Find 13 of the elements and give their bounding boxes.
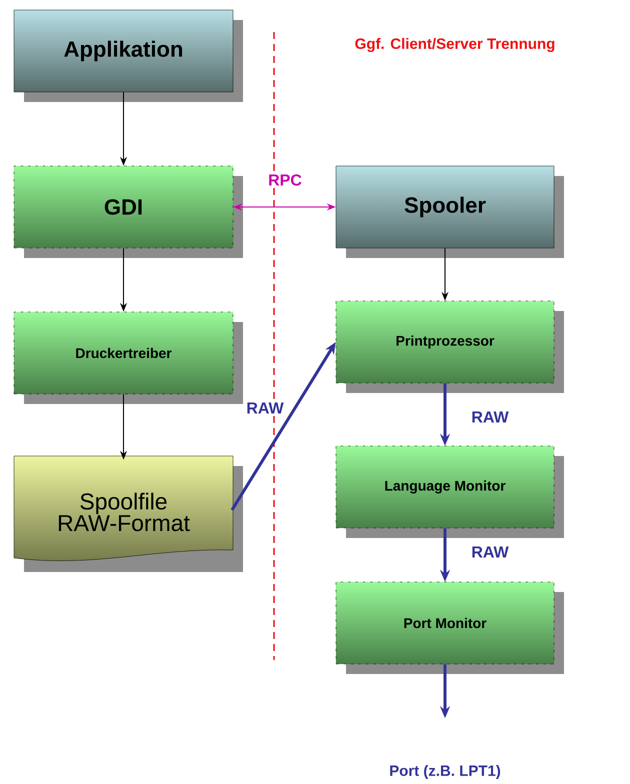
edge-label: RAW [470,410,510,424]
process-box: Printprozessor [336,300,564,393]
process-box: Spooler [336,166,564,258]
edge-label: RAW [470,546,510,558]
process-box: Port Monitor [336,582,564,674]
edge-label: RPC [267,173,303,187]
process-box: Language Monitor [336,446,564,538]
note-text: Port (z.B. LPT1) [390,765,500,779]
note-text: Ggf. Client/Server Trennung [355,38,554,52]
process-box: GDI [14,166,243,258]
process-box: Druckertreiber [14,312,243,404]
edge-label: RAW [245,402,285,414]
process-box: Applikation [14,10,243,102]
